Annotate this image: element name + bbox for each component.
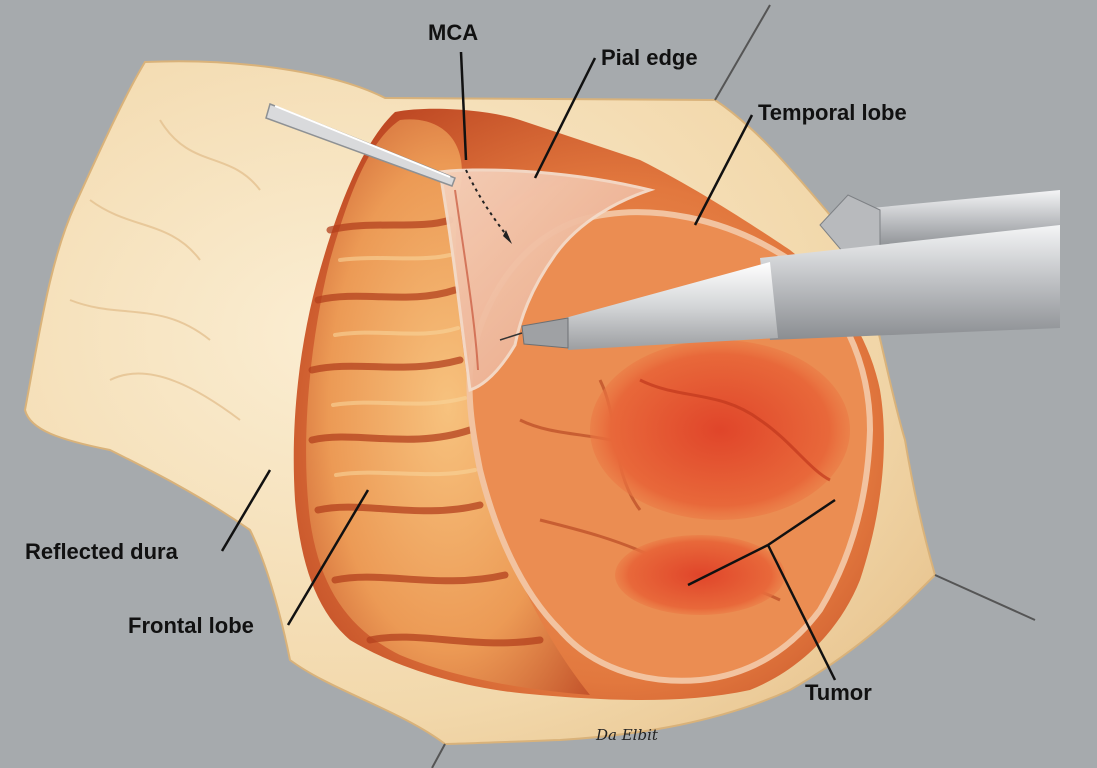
leader-mca [459, 51, 468, 161]
suction-instrument [499, 190, 1060, 350]
leader-lines [220, 51, 837, 681]
label-pial-edge: Pial edge [601, 45, 698, 70]
label-temporal-lobe: Temporal lobe [758, 100, 907, 125]
leader-temporal-lobe [693, 114, 754, 226]
leader-tumor-c [767, 498, 836, 547]
label-mca: MCA [428, 20, 479, 45]
leader-reflected-dura [220, 469, 272, 552]
mca-arrow [465, 169, 512, 244]
leader-tumor-a [766, 544, 837, 681]
leader-tumor-b [687, 543, 769, 587]
leader-pial-edge [533, 57, 597, 179]
retractor-instrument [265, 102, 456, 187]
label-frontal-lobe: Frontal lobe [128, 613, 254, 638]
label-tumor: Tumor [805, 680, 872, 705]
pial-edge-flap [438, 168, 656, 392]
tumor [590, 340, 850, 615]
label-reflected-dura: Reflected dura [25, 539, 178, 564]
leader-frontal-lobe [286, 489, 370, 626]
retractor-pins [431, 4, 1036, 768]
frontal-lobe [306, 119, 590, 696]
artist-signature: Da Elbit [596, 726, 658, 744]
